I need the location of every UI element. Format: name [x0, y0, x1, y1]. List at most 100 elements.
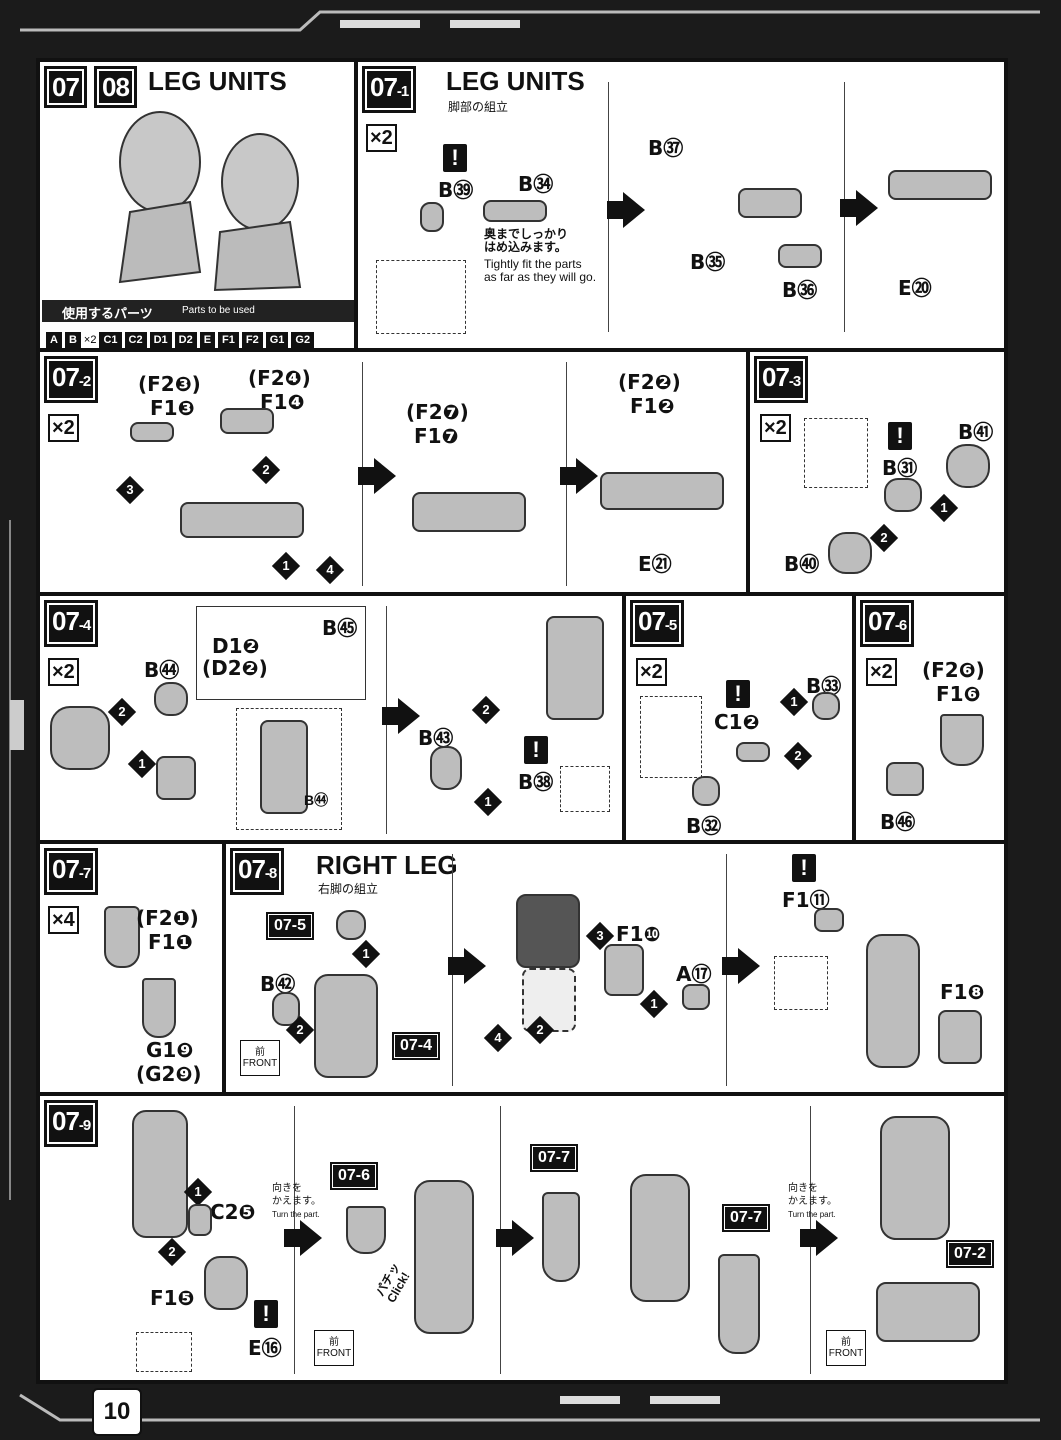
part-drawing — [812, 692, 840, 720]
turn-note: 向きをかえます。Turn the part. — [272, 1183, 321, 1219]
next-step-arrow-icon — [607, 192, 645, 228]
part-label: B㊹ — [144, 658, 180, 682]
part-label: F1❽ — [940, 980, 985, 1004]
detail-callout — [774, 956, 828, 1010]
part-label: (F2❸) — [138, 372, 201, 396]
detail-callout — [640, 696, 702, 778]
step-marker-2: 2 — [157, 1237, 187, 1267]
part-label: B㊴ — [438, 178, 474, 202]
part-label: G1❾ — [146, 1038, 194, 1062]
part-label: B㉞ — [518, 172, 554, 196]
step-badge-08: 08 — [94, 66, 137, 108]
part-drawing — [604, 944, 644, 996]
parts-used-jp: 使用するパーツ — [62, 306, 153, 321]
step-marker-1: 1 — [473, 787, 503, 817]
detail-callout — [376, 260, 466, 334]
step-marker-1: 1 — [271, 551, 301, 581]
page-number: 10 — [92, 1388, 142, 1436]
part-drawing — [738, 188, 802, 218]
part-drawing — [180, 502, 304, 538]
step-marker-3: 3 — [115, 475, 145, 505]
part-chip: D2 — [174, 332, 197, 348]
part-drawing — [204, 1256, 248, 1310]
part-label: (F2❷) — [618, 370, 681, 394]
part-label: F1❻ — [936, 682, 981, 706]
part-chip: E — [199, 332, 216, 348]
detail-callout — [136, 1332, 192, 1372]
part-drawing — [876, 1282, 980, 1342]
step-marker-2: 2 — [783, 741, 813, 771]
multiplier-badge: ×2 — [866, 658, 897, 686]
step-badge: 07-8 — [230, 848, 285, 895]
part-drawing — [156, 756, 196, 800]
part-chip: G2 — [291, 332, 315, 348]
part-label: E㉑ — [638, 552, 672, 576]
caution-icon: ! — [792, 854, 816, 882]
reference-badge: 07-6 — [329, 1162, 379, 1190]
next-step-arrow-icon — [382, 698, 420, 734]
detail-callout — [560, 766, 610, 812]
part-drawing — [220, 408, 274, 434]
next-step-arrow-icon — [722, 948, 760, 984]
part-label: F1❸ — [150, 396, 195, 420]
part-label: C2❺ — [210, 1200, 256, 1224]
part-label: F1❼ — [414, 424, 459, 448]
part-drawing — [260, 720, 308, 814]
step-badge: 07-6 — [860, 600, 915, 647]
detail-callout — [236, 708, 342, 830]
part-label: D1❷ — [212, 634, 260, 658]
caution-icon: ! — [524, 736, 548, 764]
part-drawing — [938, 1010, 982, 1064]
caution-icon: ! — [888, 422, 912, 450]
part-drawing — [880, 1116, 950, 1240]
part-drawing — [272, 992, 300, 1026]
parts-used-bar: 使用するパーツ Parts to be used — [42, 300, 354, 322]
part-label: B㊻ — [880, 810, 916, 834]
step-marker-2: 2 — [525, 1015, 555, 1045]
step-marker-2: 2 — [107, 697, 137, 727]
part-label: (F2❹) — [248, 366, 311, 390]
section-title: LEG UNITS — [446, 66, 585, 96]
part-drawing — [346, 1206, 386, 1254]
part-chip: C2 — [124, 332, 147, 348]
part-drawing — [154, 682, 188, 716]
part-label: F1❷ — [630, 394, 675, 418]
next-step-arrow-icon — [448, 948, 486, 984]
part-drawing — [314, 974, 378, 1078]
part-drawing — [130, 422, 174, 442]
next-step-arrow-icon — [560, 458, 598, 494]
part-chip: F2 — [241, 332, 263, 348]
part-label: B㊹ — [304, 792, 329, 808]
section-07-2: 07-2 ×2 (F2❸) F1❸ (F2❹) F1❹ 3 2 1 4 (F2❼… — [38, 350, 748, 594]
reference-badge: 07-4 — [391, 1032, 441, 1060]
part-label: B㉛ — [882, 456, 918, 480]
multiplier-badge: ×2 — [636, 658, 667, 686]
part-drawing — [886, 762, 924, 796]
part-label: B㉜ — [686, 814, 722, 838]
reference-badge: 07-5 — [265, 912, 315, 940]
step-marker-1: 1 — [183, 1177, 213, 1207]
step-badge-07: 07 — [44, 66, 87, 108]
part-drawing — [188, 1204, 212, 1236]
part-drawing — [828, 532, 872, 574]
step-badge: 07-5 — [630, 600, 685, 647]
note-text: 奥までしっかりはめ込みます。 — [484, 227, 569, 254]
part-drawing — [692, 776, 720, 806]
part-label: B㊲ — [648, 136, 684, 160]
part-label: F1❺ — [150, 1286, 195, 1310]
leg-units-illustration — [118, 111, 302, 292]
part-drawing — [414, 1180, 474, 1334]
part-drawing — [866, 934, 920, 1068]
part-drawing — [142, 978, 176, 1038]
part-drawing — [682, 984, 710, 1010]
part-label: (F2❼) — [406, 400, 469, 424]
part-drawing — [778, 244, 822, 268]
part-label: B㊱ — [782, 278, 818, 302]
detail-callout — [804, 418, 868, 488]
badge-sub: -1 — [396, 83, 409, 100]
section-subtitle: 右脚の組立 — [318, 882, 379, 896]
